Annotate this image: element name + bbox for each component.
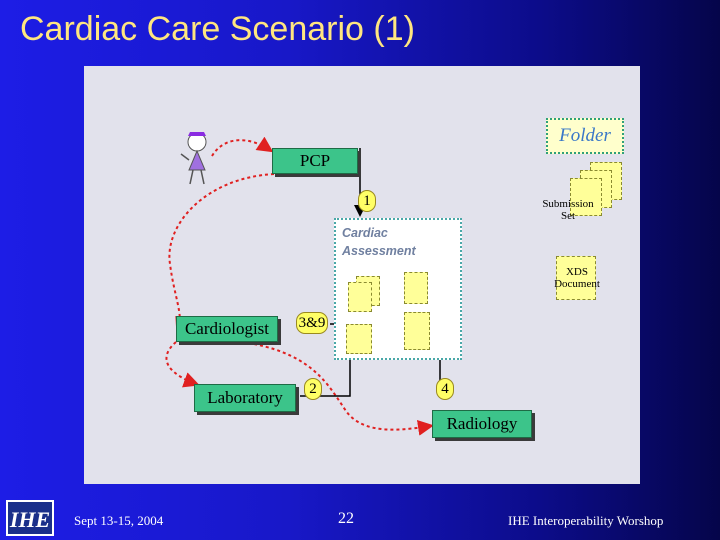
cardiac-assessment-container: Cardiac Assessment <box>334 218 462 360</box>
assessment-doc-top-right <box>404 272 428 304</box>
assessment-doc-stack-front <box>348 282 372 312</box>
submission-set-label: Submission Set <box>530 198 606 222</box>
pcp-to-cardiologist-flow <box>168 173 275 334</box>
cardiologist-actor-box: Cardiologist <box>176 316 278 342</box>
ihe-logo-text: IHE <box>9 507 50 532</box>
submission-set-line2: Set <box>560 210 576 222</box>
footer-page-number: 22 <box>338 510 354 527</box>
assessment-doc-bottom-right <box>404 312 430 350</box>
scenario-diagram: PCP Cardiologist Laboratory Radiology 1 … <box>84 66 640 484</box>
footer-date: Sept 13-15, 2004 <box>74 513 164 528</box>
pcp-actor-box: PCP <box>272 148 358 174</box>
slide-title: Cardiac Care Scenario (1) <box>20 10 415 48</box>
assessment-doc-bottom-left <box>346 324 372 354</box>
xds-document-line1: XDS <box>565 266 588 278</box>
patient-to-pcp-flow <box>211 136 274 157</box>
xds-document-line2: Document <box>554 278 600 290</box>
radiology-actor-box: Radiology <box>432 410 532 438</box>
cardiologist-to-laboratory-flow <box>165 341 200 388</box>
ihe-logo-icon: IHE <box>6 500 54 536</box>
cardiac-assessment-line1: Cardiac <box>342 226 388 240</box>
step-badge-1: 1 <box>358 190 376 212</box>
step-badge-4: 4 <box>436 378 454 400</box>
submission-doc-front <box>570 178 602 216</box>
xds-document-icon <box>556 256 596 300</box>
step-badge-2: 2 <box>304 378 322 400</box>
cardiac-assessment-line2: Assessment <box>342 244 416 258</box>
xds-document-label: XDS Document <box>542 266 612 290</box>
step-badge-3-9: 3&9 <box>296 312 328 334</box>
cardiac-assessment-label: Cardiac Assessment <box>342 224 416 260</box>
patient-figure-icon <box>180 132 207 185</box>
footer-event: IHE Interoperability Worshop <box>508 513 664 528</box>
laboratory-actor-box: Laboratory <box>194 384 296 412</box>
cardiologist-to-radiology-flow <box>253 343 434 436</box>
submission-set-line1: Submission <box>542 198 594 210</box>
folder-label: Folder <box>546 118 624 154</box>
